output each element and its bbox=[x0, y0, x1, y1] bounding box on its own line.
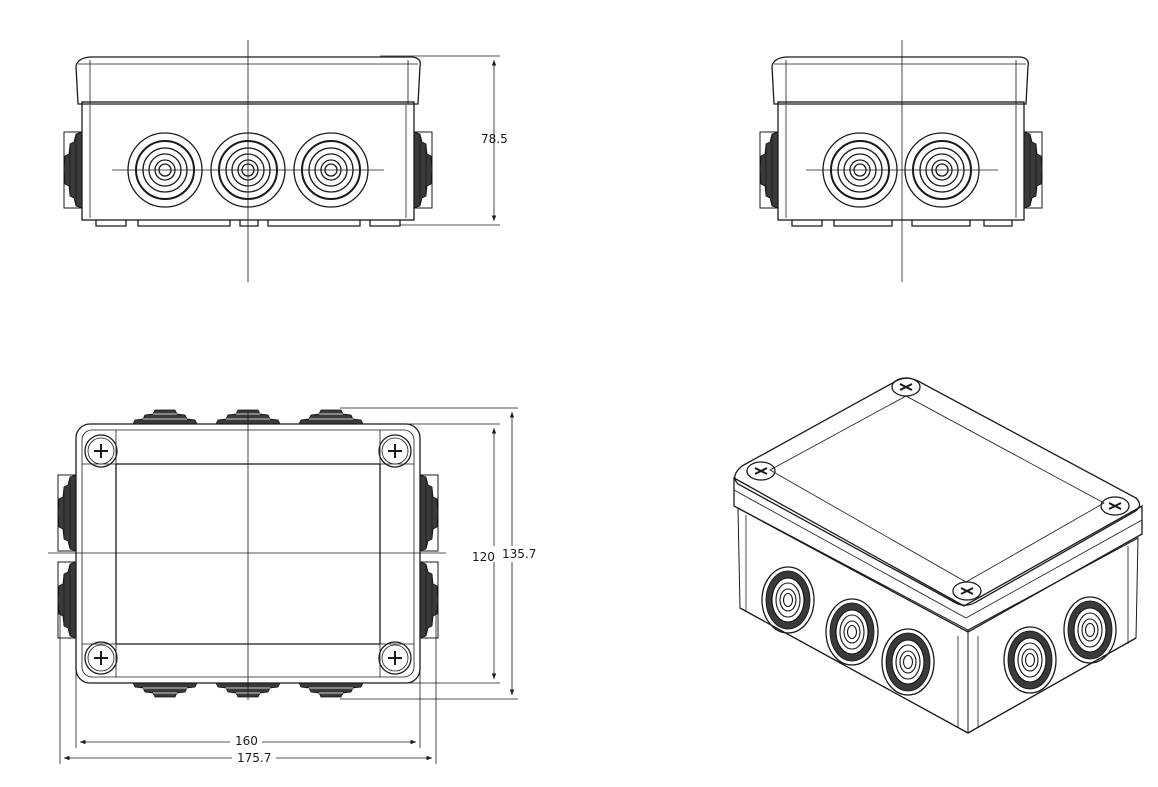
side-view bbox=[759, 40, 1043, 282]
dim-inner-depth: 120 bbox=[472, 550, 495, 564]
front-view: 78.5 bbox=[63, 40, 508, 282]
isometric-view bbox=[733, 377, 1143, 734]
plan-view: 120 135.7 160 175.7 bbox=[48, 407, 536, 766]
dim-inner-width: 160 bbox=[235, 734, 258, 748]
dim-height: 78.5 bbox=[481, 132, 508, 146]
dim-outer-width: 175.7 bbox=[237, 751, 271, 765]
dim-outer-depth: 135.7 bbox=[502, 547, 536, 561]
